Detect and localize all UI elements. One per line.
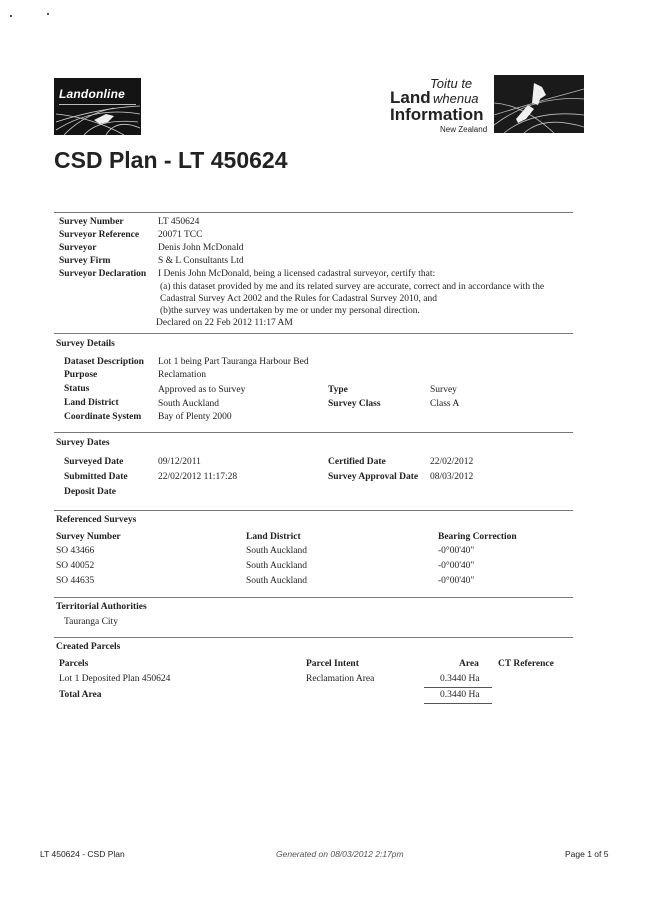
ref-land-district: South Auckland xyxy=(246,561,307,571)
ref-survey-number: SO 40052 xyxy=(56,561,95,571)
scan-speck xyxy=(47,13,49,15)
created-parcels-heading: Created Parcels xyxy=(56,642,121,652)
landonline-logo-text: Landonline xyxy=(59,87,125,101)
certified-date-value: 22/02/2012 xyxy=(430,457,474,467)
section-divider xyxy=(54,333,573,334)
territorial-authorities-heading: Territorial Authorities xyxy=(56,602,147,612)
logo-underline xyxy=(59,104,136,105)
ref-bearing-correction: -0°00'40" xyxy=(438,546,475,556)
surveyor-value: Denis John McDonald xyxy=(158,243,244,253)
section-divider xyxy=(54,637,573,638)
col-parcel-intent: Parcel Intent xyxy=(306,659,359,669)
page-title: CSD Plan - LT 450624 xyxy=(54,147,288,173)
survey-number-label: Survey Number xyxy=(59,217,124,227)
territorial-authority-value: Tauranga City xyxy=(64,617,118,627)
purpose-value: Reclamation xyxy=(158,370,207,380)
section-divider xyxy=(54,597,573,598)
purpose-label: Purpose xyxy=(64,370,98,380)
type-value: Survey xyxy=(430,385,457,395)
ref-bearing-correction: -0°00'40" xyxy=(438,576,475,586)
referenced-surveys-heading: Referenced Surveys xyxy=(56,515,137,525)
ref-survey-number: SO 43466 xyxy=(56,546,95,556)
col-parcels: Parcels xyxy=(59,659,89,669)
col-area: Area xyxy=(459,659,479,669)
submitted-date-value: 22/02/2012 11:17:28 xyxy=(158,472,238,482)
declaration-line: Cadastral Survey Act 2002 and the Rules … xyxy=(160,294,438,304)
area-sum-line xyxy=(424,687,492,688)
col-ct-reference: CT Reference xyxy=(498,659,554,669)
ref-survey-number: SO 44635 xyxy=(56,576,95,586)
survey-firm-label: Survey Firm xyxy=(59,256,111,266)
survey-dates-heading: Survey Dates xyxy=(56,438,110,448)
total-area-label: Total Area xyxy=(59,690,102,700)
section-divider xyxy=(54,510,573,511)
surveyor-reference-label: Surveyor Reference xyxy=(59,230,140,240)
footer-generated-on: Generated on 08/03/2012 2:17pm xyxy=(276,849,404,859)
declaration-line: Declared on 22 Feb 2012 11:17 AM xyxy=(156,318,293,328)
survey-details-heading: Survey Details xyxy=(56,339,115,349)
linz-logo: Toitu te Land whenua Information New Zea… xyxy=(384,75,584,137)
parcel-intent: Reclamation Area xyxy=(306,674,375,684)
parcel-area: 0.3440 Ha xyxy=(440,674,480,684)
linz-logo-line5: New Zealand xyxy=(440,125,488,134)
survey-approval-date-value: 08/03/2012 xyxy=(430,472,474,482)
survey-approval-date-label: Survey Approval Date xyxy=(328,472,419,482)
ref-land-district: South Auckland xyxy=(246,576,307,586)
surveyed-date-value: 09/12/2011 xyxy=(158,457,201,467)
col-bearing-correction: Bearing Correction xyxy=(438,532,517,542)
deposit-date-label: Deposit Date xyxy=(64,487,116,497)
scan-speck xyxy=(10,15,12,17)
coordinate-system-label: Coordinate System xyxy=(64,412,142,422)
ref-bearing-correction: -0°00'40" xyxy=(438,561,475,571)
status-label: Status xyxy=(64,384,90,394)
footer-page-number: Page 1 of 5 xyxy=(565,849,609,859)
coordinate-system-value: Bay of Plenty 2000 xyxy=(158,412,232,422)
col-land-district: Land District xyxy=(246,532,301,542)
survey-class-value: Class A xyxy=(430,399,460,409)
dataset-description-value: Lot 1 being Part Tauranga Harbour Bed xyxy=(158,357,309,367)
submitted-date-label: Submitted Date xyxy=(64,472,128,482)
section-divider xyxy=(54,212,573,213)
ref-land-district: South Auckland xyxy=(246,546,307,556)
declaration-line: I Denis John McDonald, being a licensed … xyxy=(158,269,436,279)
linz-logo-line1: Toitu te xyxy=(430,76,473,91)
section-divider xyxy=(54,432,573,433)
declaration-line: (a) this dataset provided by me and its … xyxy=(160,282,545,292)
survey-number-value: LT 450624 xyxy=(158,217,200,227)
surveyor-declaration-label: Surveyor Declaration xyxy=(59,269,147,279)
total-area-value: 0.3440 Ha xyxy=(440,690,480,700)
surveyor-label: Surveyor xyxy=(59,243,97,253)
parcel-name: Lot 1 Deposited Plan 450624 xyxy=(59,674,171,684)
landonline-logo: Landonline xyxy=(54,78,141,135)
survey-firm-value: S & L Consultants Ltd xyxy=(158,256,244,266)
certified-date-label: Certified Date xyxy=(328,457,386,467)
surveyed-date-label: Surveyed Date xyxy=(64,457,124,467)
linz-logo-line3: whenua xyxy=(433,91,479,106)
type-label: Type xyxy=(328,385,348,395)
status-value: Approved as to Survey xyxy=(158,385,246,395)
linz-logo-line2: Land xyxy=(390,88,431,107)
col-survey-number: Survey Number xyxy=(56,532,121,542)
globe-graphic-icon xyxy=(55,105,141,135)
land-district-value: South Auckland xyxy=(158,399,219,409)
area-total-line xyxy=(424,703,492,704)
survey-class-label: Survey Class xyxy=(328,399,381,409)
declaration-line: (b)the survey was undertaken by me or un… xyxy=(160,306,420,316)
surveyor-reference-value: 20071 TCC xyxy=(158,230,203,240)
dataset-description-label: Dataset Description xyxy=(64,357,144,367)
footer-document-id: LT 450624 - CSD Plan xyxy=(40,849,125,859)
nz-map-globe-icon xyxy=(494,75,584,134)
linz-logo-line4: Information xyxy=(390,105,484,124)
land-district-label: Land District xyxy=(64,398,119,408)
